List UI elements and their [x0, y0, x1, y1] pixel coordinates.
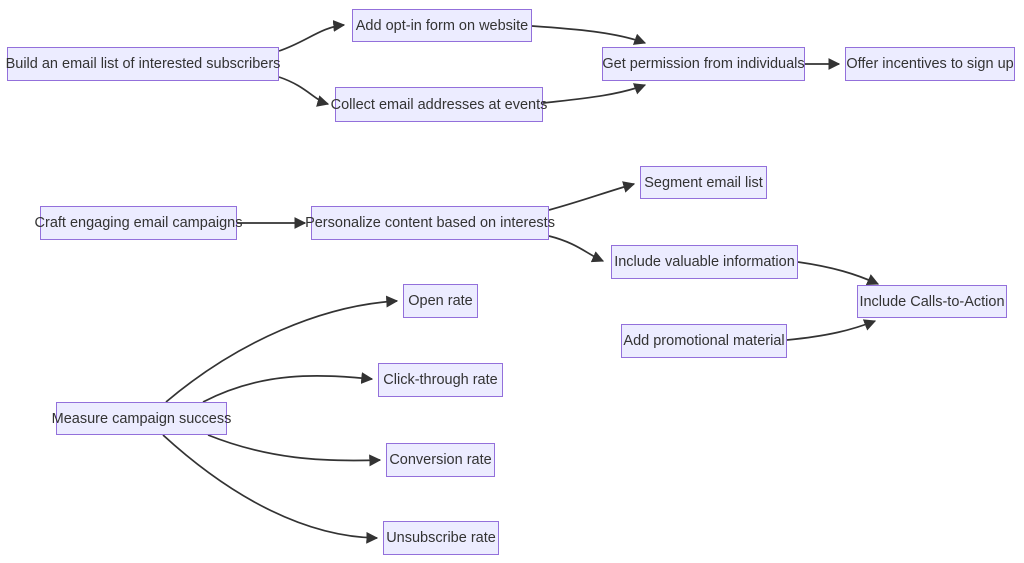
flowchart-node-label: Add opt-in form on website [355, 17, 529, 34]
edge-personalize-content-to-segment-list [548, 181, 636, 211]
flowchart-node-label: Get permission from individuals [602, 56, 805, 72]
flowchart-node-click-through-rate: Click-through rate [378, 363, 503, 397]
flowchart-node-promotional-material: Add promotional material [621, 324, 787, 358]
flowchart-node-label: Open rate [408, 293, 473, 309]
flowchart-node-label: Build an email list of interested subscr… [5, 56, 281, 72]
flowchart-node-label: Include valuable information [614, 254, 795, 270]
edge-measure-success-to-conversion-rate [207, 434, 382, 467]
flowchart-node-collect-addresses: Collect email addresses at events [331, 87, 547, 122]
edge-collect-addresses-to-get-permission [542, 83, 647, 104]
flowchart-node-unsubscribe-rate: Unsubscribe rate [383, 521, 499, 555]
flowchart-node-personalize-content: Personalize content based on interests [305, 206, 555, 240]
edge-opt-in-form-to-get-permission [531, 25, 647, 45]
flowchart-node-label: Click-through rate [383, 372, 498, 388]
flowchart-node-label: Offer incentives to sign up [846, 56, 1014, 72]
flowchart-node-label: Segment email list [644, 174, 763, 191]
flowchart-node-label: Conversion rate [389, 452, 492, 468]
flowchart-node-craft-campaigns: Craft engaging email campaigns [35, 206, 242, 240]
edge-measure-success-to-open-rate [165, 295, 399, 403]
flowchart-node-offer-incentives: Offer incentives to sign up [845, 47, 1015, 81]
flowchart-node-measure-success: Measure campaign success [52, 402, 231, 435]
edge-promotional-material-to-calls-to-action [786, 319, 877, 341]
edge-personalize-content-to-valuable-information [548, 235, 605, 263]
edge-measure-success-to-click-through-rate [202, 372, 374, 403]
flowchart-node-valuable-information: Include valuable information [611, 245, 798, 279]
flowchart-node-label: Collect email addresses at events [330, 96, 548, 113]
flowchart-node-build-email-list: Build an email list of interested subscr… [6, 47, 280, 81]
edge-valuable-information-to-calls-to-action [797, 261, 880, 285]
flowchart-node-label: Unsubscribe rate [386, 530, 496, 546]
flowchart-node-label: Craft engaging email campaigns [34, 215, 243, 231]
edge-build-email-list-to-collect-addresses [278, 76, 330, 107]
flowchart-node-opt-in-form: Add opt-in form on website [352, 9, 532, 42]
flowchart-node-segment-list: Segment email list [640, 166, 767, 199]
flowchart-node-label: Add promotional material [623, 333, 785, 349]
flowchart-node-open-rate: Open rate [403, 284, 478, 318]
edge-measure-success-to-unsubscribe-rate [162, 434, 379, 544]
flowchart-node-label: Include Calls-to-Action [859, 293, 1005, 310]
edge-build-email-list-to-opt-in-form [278, 20, 346, 52]
flowchart-node-label: Measure campaign success [51, 410, 232, 427]
flowchart-node-conversion-rate: Conversion rate [386, 443, 495, 477]
flowchart-node-label: Personalize content based on interests [305, 215, 555, 231]
flowchart-node-get-permission: Get permission from individuals [602, 47, 805, 81]
flowchart-node-calls-to-action: Include Calls-to-Action [857, 285, 1007, 318]
